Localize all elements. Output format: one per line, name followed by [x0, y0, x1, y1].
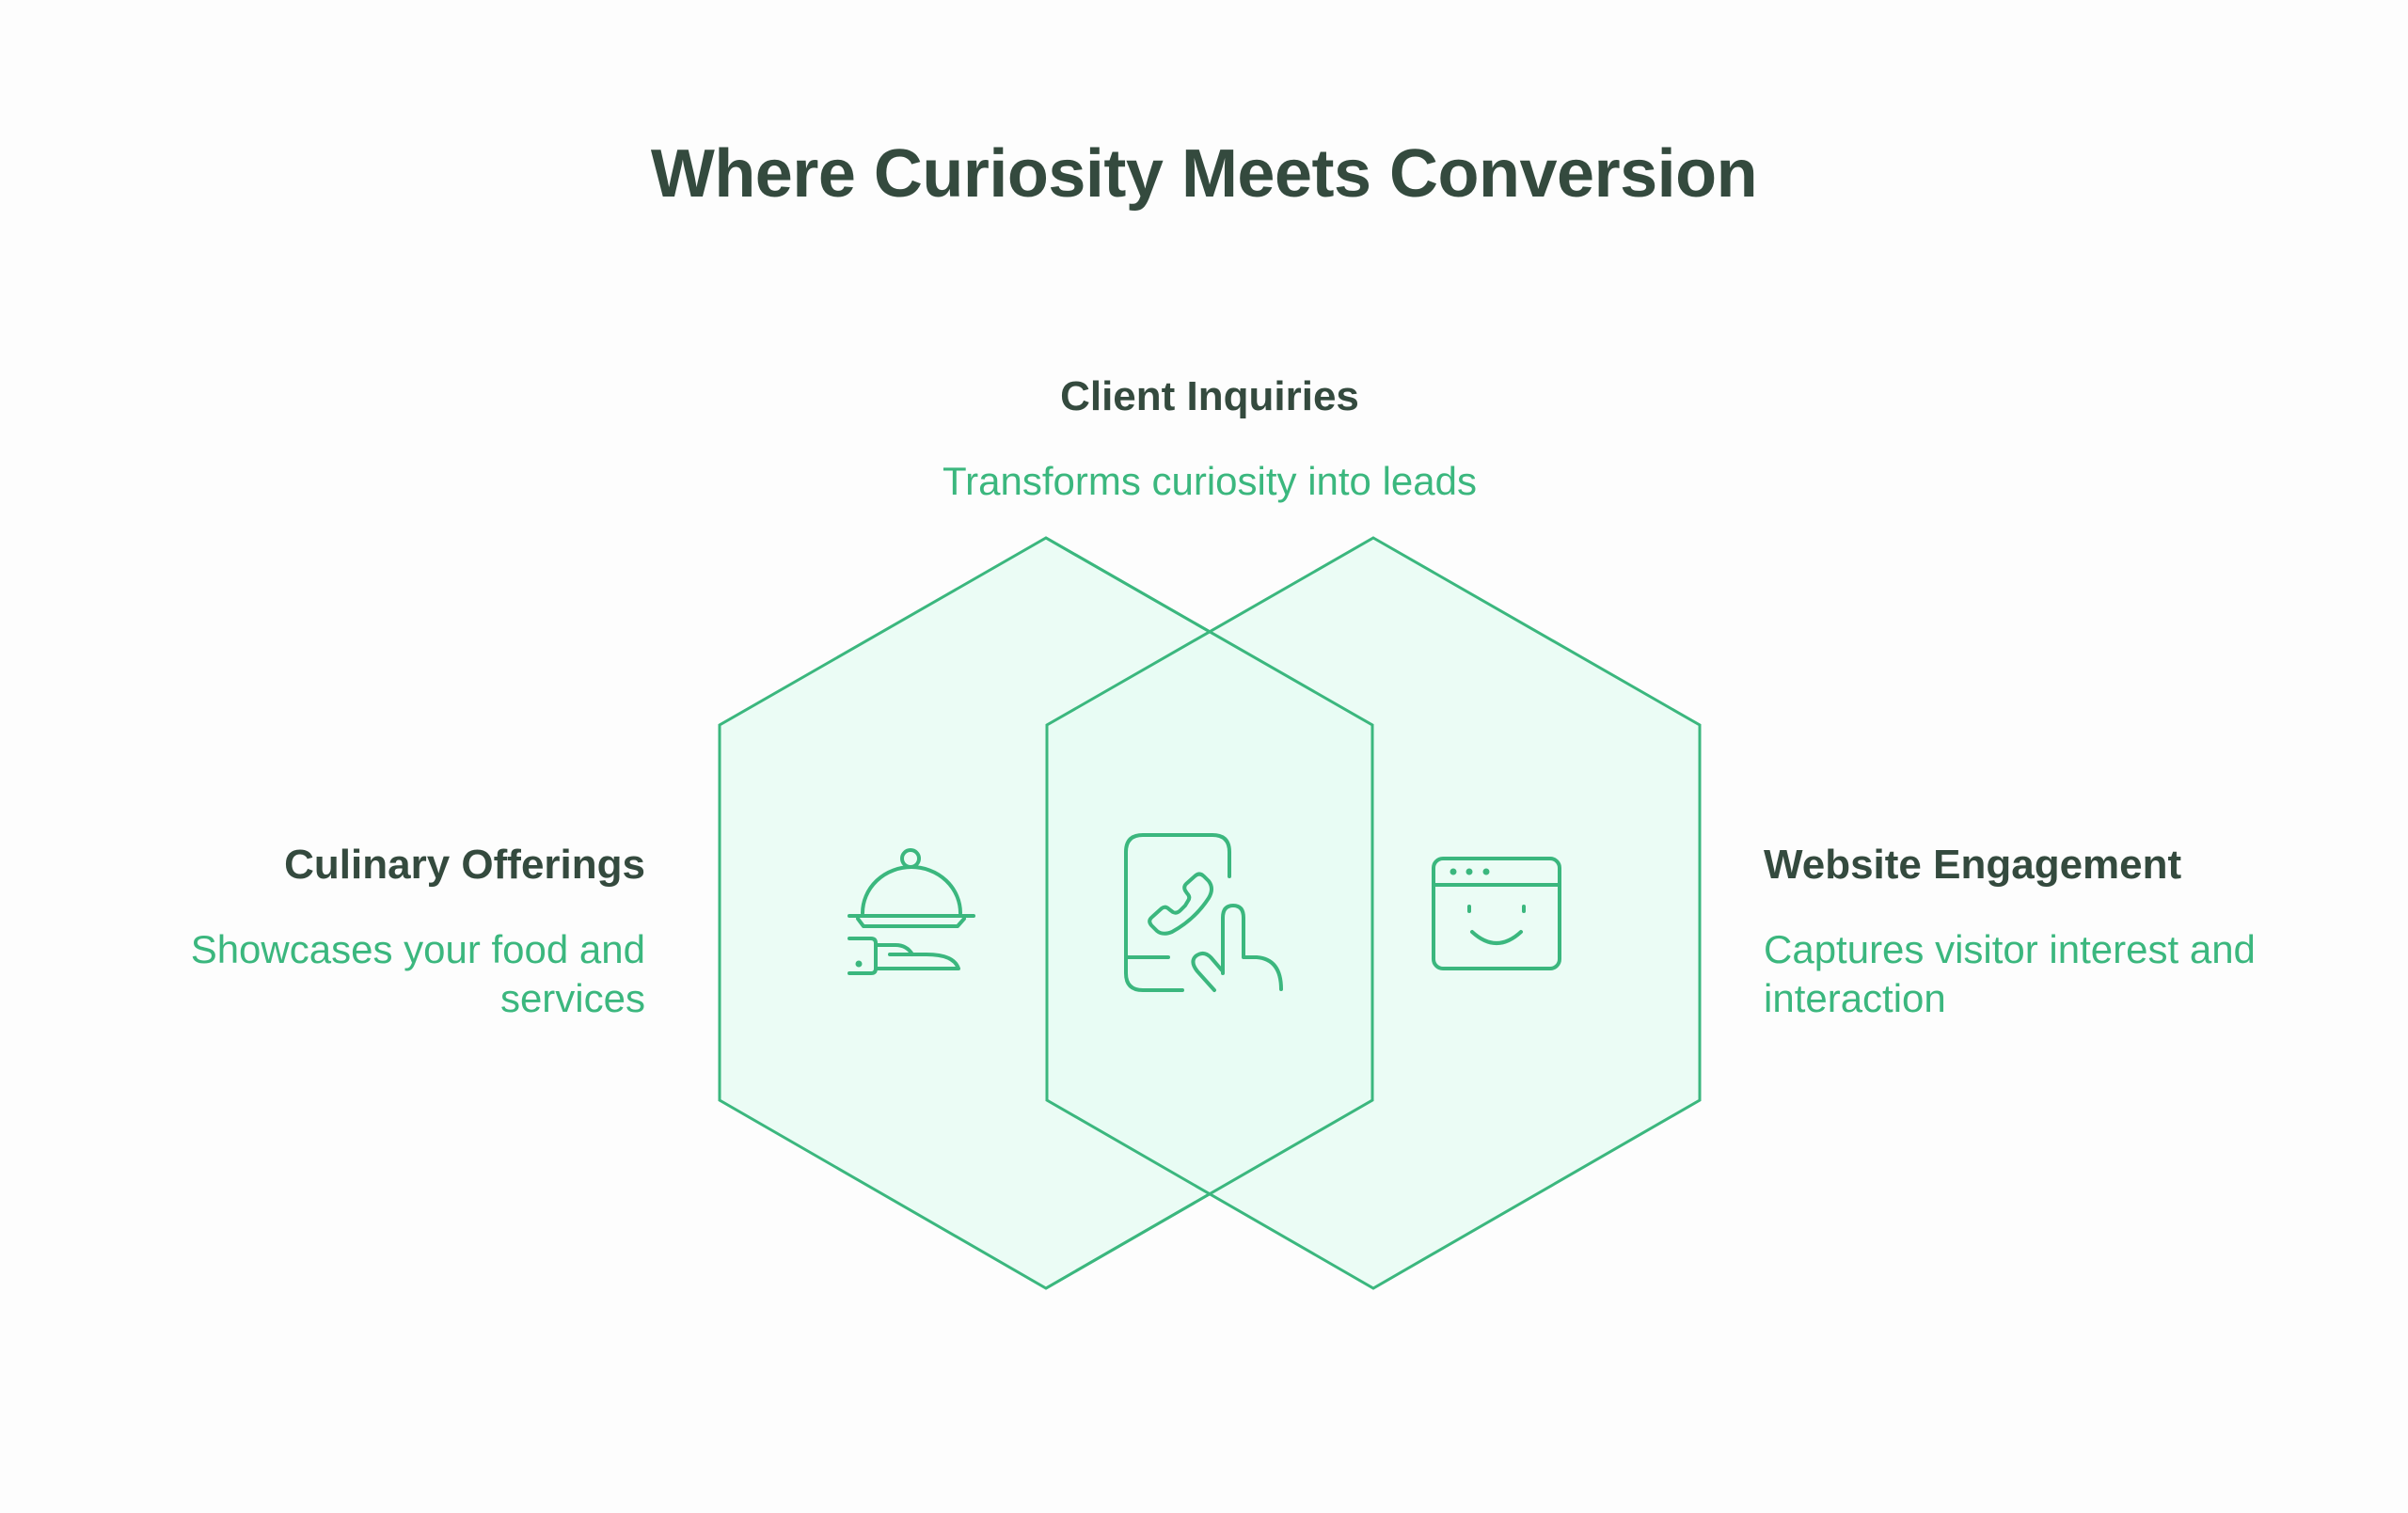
client-inquiries-description: Transforms curiosity into leads — [943, 459, 1477, 503]
client-inquiries-title: Client Inquiries — [1060, 373, 1359, 419]
website-engagement-title: Website Engagement — [1764, 842, 2182, 888]
page-title: Where Curiosity Meets Conversion — [650, 136, 1758, 212]
culinary-offerings-description: Showcases your food and services — [190, 927, 645, 1020]
website-engagement-description: Captures visitor interest and interactio… — [1764, 927, 2256, 1020]
culinary-offerings-title: Culinary Offerings — [284, 842, 645, 888]
serving-cloche-icon — [848, 848, 975, 975]
browser-smile-icon — [1432, 857, 1561, 970]
phone-tap-icon — [1124, 833, 1283, 992]
